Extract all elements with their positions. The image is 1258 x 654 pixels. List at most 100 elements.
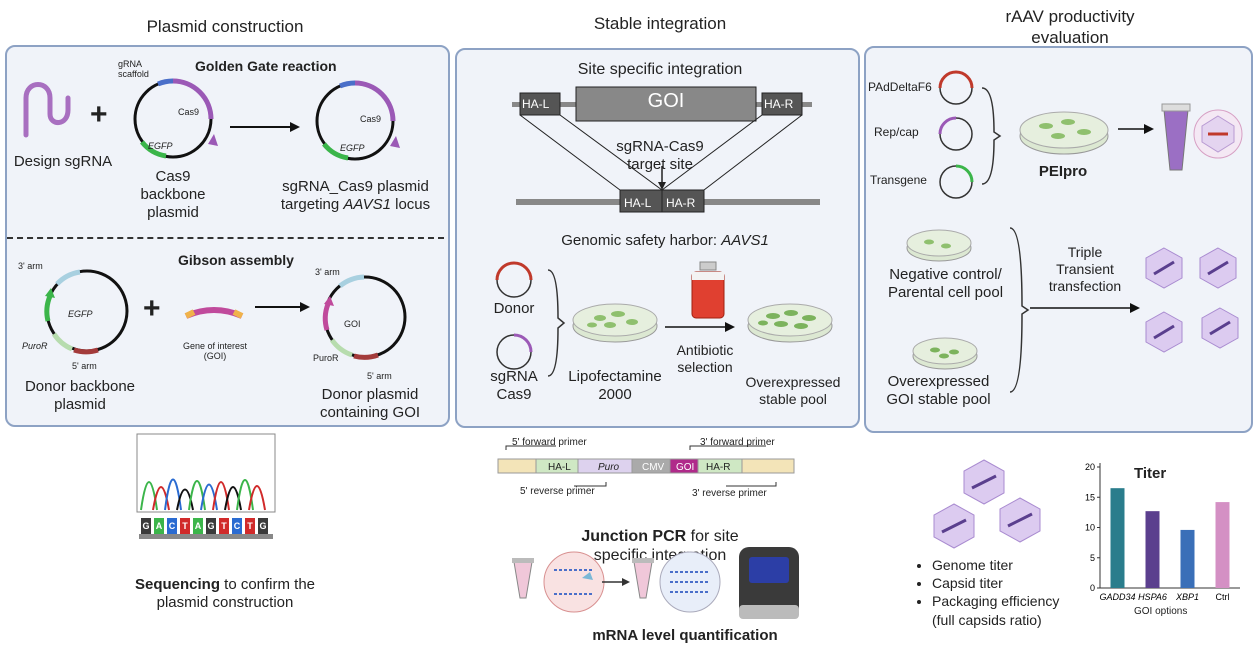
- arm5-label-2: 5' arm: [367, 371, 392, 381]
- hal-label-top: HA-L: [522, 97, 550, 111]
- section-title-raav: rAAV productivity evaluation: [1005, 7, 1135, 48]
- section-title-plasmid: Plasmid construction: [146, 17, 304, 36]
- goi-label: GOI: [344, 319, 361, 329]
- lipofectamine-label: Lipofectamine 2000: [568, 368, 662, 403]
- sgrna-cas9-plasmid-small-icon: [496, 333, 533, 370]
- antibiotic-label: Antibiotic selection: [676, 342, 734, 375]
- padelta-label: PAdDeltaF6: [868, 80, 932, 94]
- arrow-golden-gate: [230, 122, 300, 132]
- titer-metrics-list: Genome titerCapsid titerPackaging effici…: [914, 556, 1059, 629]
- bracket-plasmids: [981, 87, 1002, 185]
- arm3-label: 3' arm: [18, 261, 43, 271]
- golden-gate-label: Golden Gate reaction: [195, 58, 337, 74]
- fwd3-label: 3' forward primer: [700, 437, 775, 448]
- peipro-label: PEIpro: [1038, 163, 1088, 180]
- fwd5-label: 5' forward primer: [512, 437, 587, 448]
- arrow-to-tube: [1118, 124, 1154, 134]
- goi-fragment-icon: [184, 307, 244, 319]
- arm3-label-2: 3' arm: [315, 267, 340, 277]
- overexpressed-goi-dish-icon: [912, 337, 978, 370]
- sequencing-label: Sequencing to confirm the plasmid constr…: [134, 576, 316, 611]
- overexpressed-goi-label: Overexpressed GOI stable pool: [886, 373, 991, 408]
- panel-plasmid-construction: [5, 45, 450, 427]
- arrow-selection: [665, 322, 735, 332]
- plus-icon-2: +: [143, 292, 161, 325]
- sequence-letter: G: [141, 518, 151, 534]
- sequence-letter: C: [232, 518, 242, 534]
- safety-harbor-label: Genomic safety harbor: AAVS1: [561, 232, 769, 249]
- egfp-label-2: EGFP: [340, 143, 365, 153]
- panel-divider: [7, 237, 444, 239]
- section-title-stable: Stable integration: [593, 14, 727, 33]
- mrna-quant-label: mRNA level quantification: [592, 627, 778, 644]
- donor-label: Donor: [493, 300, 535, 317]
- bar-xbp1: [1180, 529, 1195, 588]
- negative-control-dish-icon: [906, 229, 972, 262]
- qpcr-workflow-icon: [512, 551, 721, 613]
- capsids-output-icon: [1145, 247, 1239, 353]
- bar-hspa6: [1145, 511, 1160, 588]
- donor-backbone-plasmid-icon: [44, 269, 129, 355]
- donor-goi-plasmid-icon: [322, 274, 407, 360]
- transgene-label: Transgene: [870, 173, 927, 187]
- chart-title: Titer: [1134, 465, 1167, 482]
- seg-puro: Puro: [598, 462, 620, 473]
- seg-hal: HA-L: [548, 462, 571, 473]
- sequence-letter: G: [206, 518, 216, 534]
- sequence-letter: A: [154, 518, 164, 534]
- chart-xlabel: GOI options: [1134, 606, 1188, 617]
- y-tick-label: 20: [1085, 462, 1095, 472]
- repcap-plasmid-icon: [938, 116, 973, 151]
- stable-pool-dish-icon: [747, 303, 833, 343]
- junction-pcr-construct: [497, 445, 795, 487]
- chromatogram-icon: [136, 433, 276, 539]
- sgrna-plasmid-label: sgRNA_Cas9 plasmid targeting AAVS1 locus: [280, 178, 431, 213]
- transgene-plasmid-icon: [939, 164, 974, 199]
- hal-label-bottom: HA-L: [624, 196, 652, 210]
- cas9-backbone-label: Cas9 backbone plasmid: [140, 168, 206, 221]
- har-label-top: HA-R: [764, 97, 794, 111]
- cas9-label-2: Cas9: [360, 114, 382, 124]
- bracket-pools: [1009, 227, 1030, 393]
- grna-scaffold-label: gRNA scaffold: [118, 59, 149, 79]
- goi-label-top: GOI: [647, 90, 685, 112]
- sequence-letter: C: [167, 518, 177, 534]
- y-tick-label: 15: [1085, 492, 1095, 502]
- rev5-label: 5' reverse primer: [520, 486, 595, 497]
- seg-goi: GOI: [676, 462, 695, 473]
- titer-metric-item: Packaging efficiency (full capsids ratio…: [932, 592, 1059, 628]
- sequence-letter: A: [193, 518, 203, 534]
- x-tick-label: GADD34: [1099, 592, 1135, 602]
- cas9-backbone-plasmid-icon: [133, 78, 218, 159]
- design-sgrna-label: Design sgRNA: [13, 153, 113, 170]
- x-tick-label: XBP1: [1175, 592, 1199, 602]
- negative-control-label: Negative control/ Parental cell pool: [887, 266, 1004, 301]
- sgrna-hairpin-icon: [23, 82, 71, 138]
- y-tick-label: 0: [1090, 583, 1095, 593]
- y-tick-label: 5: [1090, 553, 1095, 563]
- arm5-label: 5' arm: [72, 361, 97, 371]
- arrow-transfection: [1030, 303, 1140, 313]
- puror-label: PuroR: [22, 341, 48, 351]
- target-site-label: sgRNA-Cas9 target site: [616, 138, 704, 173]
- seg-har: HA-R: [706, 462, 731, 473]
- x-tick-label: Ctrl: [1216, 592, 1230, 602]
- puror-label-2: PuroR: [313, 353, 339, 363]
- plus-icon: +: [90, 98, 108, 131]
- egfp-label-3: EGFP: [68, 309, 93, 319]
- cas9-label: Cas9: [178, 107, 200, 117]
- titer-metric-item: Genome titer: [932, 556, 1059, 574]
- sequence-letter: T: [219, 518, 229, 534]
- gene-of-interest-label: Gene of interest (GOI): [182, 341, 248, 361]
- sequence-letter: T: [180, 518, 190, 534]
- capsids-analysis-icon: [933, 459, 1041, 549]
- arrow-gibson: [255, 302, 310, 312]
- antibiotic-bottle-icon: [691, 261, 725, 319]
- site-specific-label: Site specific integration: [577, 61, 743, 78]
- bar-ctrl: [1215, 502, 1230, 588]
- virus-tube-icon: [1161, 103, 1243, 171]
- donor-plasmid-icon: [495, 261, 533, 298]
- overexpressed-label: Overexpressed stable pool: [745, 374, 841, 407]
